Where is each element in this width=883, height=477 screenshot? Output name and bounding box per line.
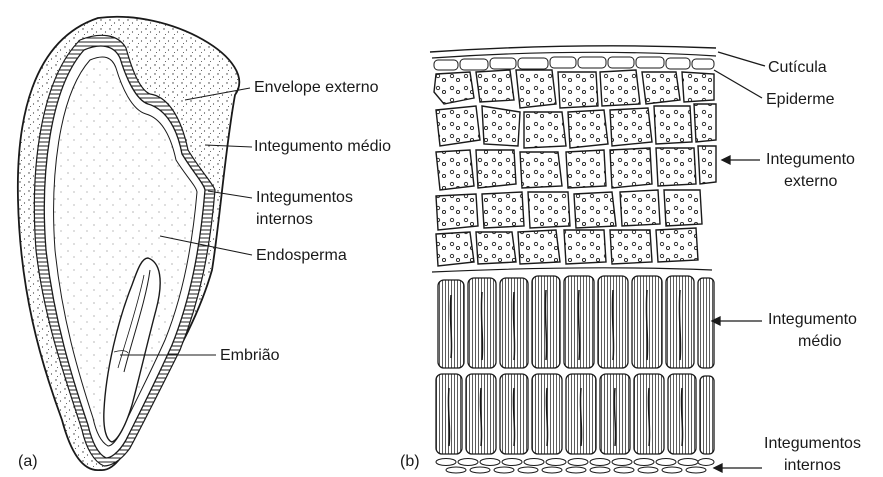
epidermis-cells [434,57,714,70]
panel-b-leader-lines [712,52,765,472]
leader-epiderme [714,70,762,98]
label-cuticula: Cutícula [768,58,827,77]
tissue-drawing [430,46,716,473]
layer-boundary-1 [432,268,712,272]
label-integumento-medio-b-2: médio [798,332,842,351]
label-integumento-externo-1: Integumento [766,150,855,169]
label-epiderme: Epiderme [766,90,834,109]
label-integumento-externo-2: externo [784,172,837,191]
label-integumentos-internos-b-2: internos [784,456,841,475]
label-integumento-medio-a: Integumento médio [254,137,391,156]
inner-integuments-cells [436,459,714,474]
cuticle-line [430,46,716,52]
label-integumentos-internos-a-2: internos [256,210,313,229]
label-endosperma: Endosperma [256,246,347,265]
arrow-integ-externo [722,156,730,164]
label-envelope-externo: Envelope externo [254,78,379,97]
leader-cuticula [718,52,765,66]
label-integumentos-internos-b-1: Integumentos [764,434,861,453]
panel-a-tag: (a) [18,452,38,471]
seed-drawing [18,17,239,470]
middle-integument-lower-row [436,374,714,454]
middle-integument-upper-row [438,276,714,368]
label-embriao: Embrião [220,346,280,365]
arrow-integ-internos-b [714,464,722,472]
label-integumentos-internos-a-1: Integumentos [256,188,353,207]
outer-integument-cells [434,70,716,266]
label-integumento-medio-b-1: Integumento [768,310,857,329]
panel-b-tag: (b) [400,452,420,471]
